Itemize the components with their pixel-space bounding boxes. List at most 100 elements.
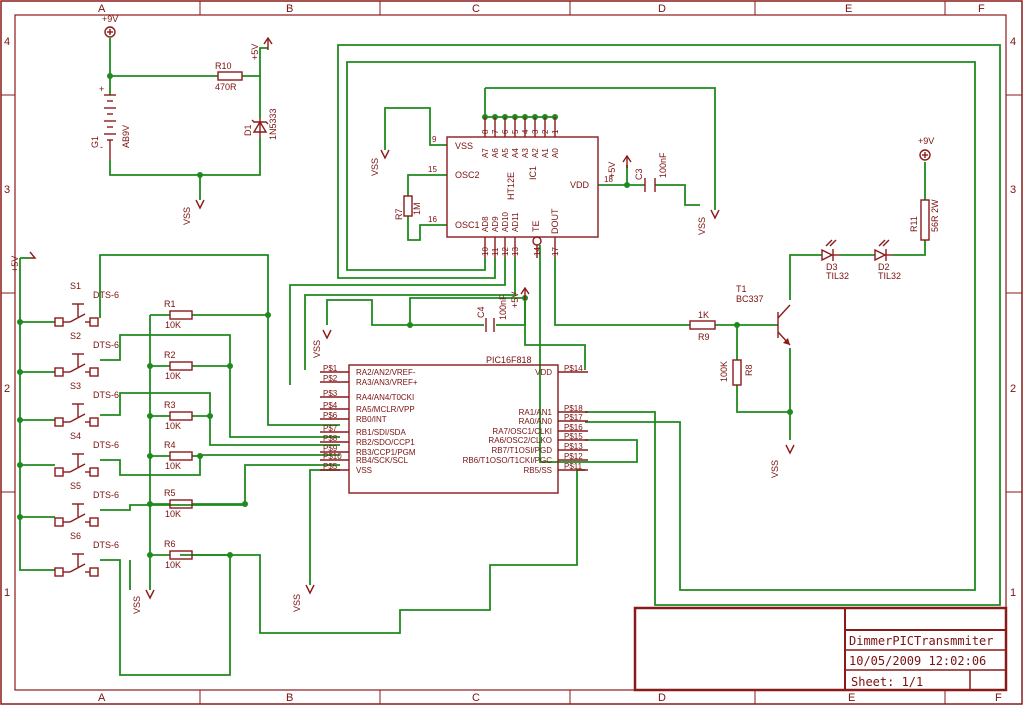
ic1-addr-label: A5 [501, 148, 510, 158]
row-label-1-right: 1 [1010, 587, 1016, 599]
d3-ref: D3 [826, 262, 838, 272]
supply-5v-reg: +5V [250, 36, 273, 60]
switch-value: DTS-6 [93, 490, 119, 500]
ic1-osc2: OSC2 [455, 170, 480, 180]
r11-value: 56R 2W [930, 199, 940, 232]
ic1-addr-label: A1 [541, 148, 550, 158]
col-label-c-top: C [472, 3, 480, 15]
resistor-r7: R7 1M [394, 195, 422, 220]
pic-right-pin-name: RA7/OSC1/CLKI [492, 427, 552, 436]
supply-5v-pic-label: +5V [510, 292, 520, 308]
ic1-bottom-pin-number: 10 [481, 247, 490, 256]
ic1-ref: IC1 [528, 166, 538, 180]
switch-ref: S4 [70, 431, 81, 441]
pic-left-pin-name: RA3/AN3/VREF+ [356, 378, 418, 387]
title-block: DimmerPICTransmmiter 10/05/2009 12:02:06… [633, 606, 1008, 692]
ic1-dout: DOUT [550, 208, 560, 234]
switch-value: DTS-6 [93, 290, 119, 300]
ic1-bottom-pin-number: 13 [511, 247, 520, 256]
supply-9v-label: +9V [102, 14, 118, 24]
resistor-r11: R11 56R 2W [909, 199, 940, 241]
wires [19, 38, 1001, 676]
ic1-top-pin-number: 8 [481, 129, 490, 134]
vss-label-6: VSS [132, 596, 142, 614]
resistor-value: 10K [165, 509, 181, 519]
t1-value: BC337 [736, 294, 764, 304]
capacitor-c3: C3 100nF [634, 152, 668, 192]
c3-ref: C3 [634, 168, 644, 180]
c4-ref: C4 [476, 306, 486, 318]
supply-5v-ic1-label: +5V [607, 162, 617, 178]
switch-value: DTS-6 [93, 540, 119, 550]
ic1-top-pin-number: 6 [501, 129, 510, 134]
col-label-e-bottom: E [848, 692, 855, 704]
battery-g1: + - G1 AB9V [90, 84, 131, 160]
pic-right-pin-name: RA6/OSC2/CLKO [488, 436, 552, 445]
supply-5v-pic: +5V [510, 286, 530, 308]
pic-right-pin-number: P$16 [564, 423, 583, 432]
pic-left-pin-name: VSS [356, 466, 372, 475]
switch-value: DTS-6 [93, 390, 119, 400]
pic-right-pin-number: P$17 [564, 413, 583, 422]
supply-5v-ic1: +5V [607, 154, 632, 178]
col-label-d-top: D [658, 3, 666, 15]
switch-value: DTS-6 [93, 440, 119, 450]
resistor-ref: R1 [164, 299, 176, 309]
pic-right-pin-name: RA0/AN0 [519, 417, 553, 426]
pic-right-pin-number: P$12 [564, 452, 583, 461]
pic-right-pin-number: P$11 [564, 462, 583, 471]
resistor-value: 10K [165, 320, 181, 330]
ic1-vdd: VDD [570, 180, 590, 190]
ic1-addr-label: A0 [551, 148, 560, 158]
supply-5v-reg-label: +5V [250, 44, 260, 60]
pic-right-pin-name: RB6/T1OSO/T1CKI/PGC [463, 456, 553, 465]
d2-ref: D2 [878, 262, 890, 272]
supply-9v-battery: +9V [102, 14, 118, 38]
vss-label-4: VSS [312, 340, 322, 358]
pic-left-pin-number: P$4 [323, 401, 338, 410]
row-label-2-right: 2 [1010, 383, 1016, 395]
pic-right-pin-name: RA1/AN1 [519, 408, 553, 417]
col-label-b-bottom: B [286, 692, 293, 704]
switch-bank: S1DTS-6S2DTS-6S3DTS-6S4DTS-6S5DTS-6S6DTS… [54, 281, 119, 577]
switch-ref: S1 [70, 281, 81, 291]
junctions [17, 73, 793, 558]
ic1-data-label: AD9 [491, 216, 500, 232]
row-label-4-right: 4 [1010, 36, 1016, 48]
ic1-bottom-pin-number: 12 [501, 247, 510, 256]
ic1-bottom-pin-number: 14 [533, 247, 542, 256]
ic1-top-pin-number: 4 [521, 129, 530, 134]
pic-left-pin-name: RB4/SCK/SCL [356, 456, 409, 465]
pic-right-pin-number: P$14 [564, 364, 583, 373]
ic1-addr-label: A6 [491, 148, 500, 158]
supply-5v-switches: +5V [10, 251, 37, 272]
battery-plus: + [99, 84, 104, 94]
pic-left-pin-name: RA5/MCLR/VPP [356, 405, 415, 414]
ic1-top-pin-number: 2 [541, 129, 550, 134]
vss-label-3: VSS [697, 217, 707, 235]
ic1-osc1: OSC1 [455, 220, 480, 230]
battery-minus: - [100, 142, 103, 152]
ic1-addr-label: A4 [511, 148, 520, 158]
pic-right-pin-name: VDD [535, 368, 552, 377]
col-label-e-top: E [845, 3, 852, 15]
vss-label-5: VSS [770, 460, 780, 478]
ic1-addr-label: A3 [521, 148, 530, 158]
pic-left-pin-number: P$6 [323, 411, 338, 420]
resistor-value: 10K [165, 560, 181, 570]
vss-label-1: VSS [182, 207, 192, 225]
ic1-data-label: AD11 [511, 212, 520, 232]
pic-right-pin-name: RB7/T1OSI/PGD [492, 446, 553, 455]
resistor-ref: R3 [164, 400, 176, 410]
pic-name: PIC16F818 [486, 355, 532, 365]
ic1-top-pin-number: 5 [511, 129, 520, 134]
supply-9v-led: +9V [918, 136, 934, 161]
r9-value: 1K [698, 310, 709, 320]
switch-ref: S5 [70, 481, 81, 491]
